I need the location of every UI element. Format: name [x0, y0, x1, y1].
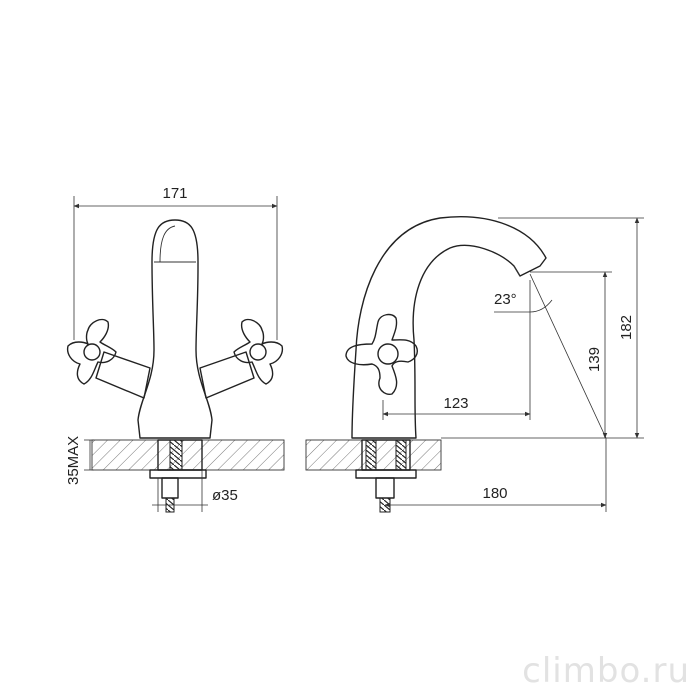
front-mount-thread	[169, 439, 183, 471]
dim-spout-angle: 23°	[494, 291, 517, 308]
dim-total-depth: 180	[482, 485, 507, 502]
dim-total-height: 182	[618, 315, 635, 340]
front-right-cross-handle	[233, 318, 284, 385]
side-mount-thread-left	[365, 439, 377, 471]
watermark-text: climbo.ru	[522, 651, 690, 691]
side-mount-nut	[375, 477, 395, 499]
side-view: 123 23° 139 182 180	[305, 216, 644, 513]
front-body	[137, 219, 213, 439]
dim-line-angle-arc	[529, 299, 553, 313]
dim-hole-diameter: ø35	[212, 487, 238, 504]
front-right-valve	[199, 351, 255, 399]
side-spout-aerator	[513, 265, 521, 277]
dim-spout-reach: 123	[443, 395, 468, 412]
dim-mount-max: 35MAX	[65, 436, 82, 485]
front-spout-highlight	[159, 225, 176, 263]
dim-spout-height: 139	[586, 347, 603, 372]
front-mount-nut	[161, 477, 179, 499]
front-left-cross-handle	[66, 318, 117, 385]
front-mount-washer	[149, 469, 207, 479]
front-view: 171 35MAX ø35	[65, 185, 285, 513]
dim-width-total: 171	[162, 185, 187, 202]
dim-line-angle-ray	[529, 273, 607, 439]
side-body-spout	[351, 216, 547, 439]
front-countertop	[91, 439, 285, 471]
side-cross-handle	[345, 313, 418, 395]
side-mount-washer	[355, 469, 417, 479]
side-mount-thread-right	[395, 439, 407, 471]
front-left-valve	[95, 351, 151, 399]
